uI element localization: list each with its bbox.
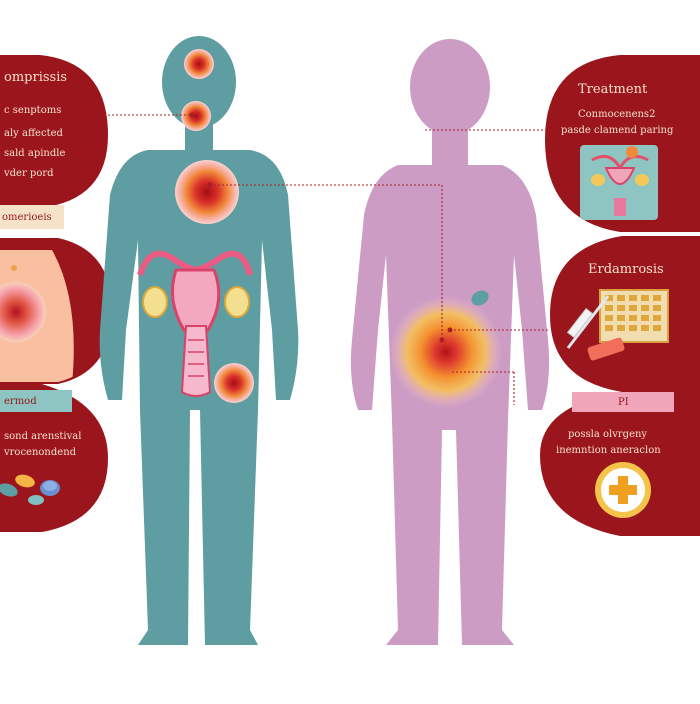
left-panel-meds	[0, 384, 108, 532]
right-panel-treatment	[545, 55, 700, 232]
medical-plus-icon	[595, 462, 651, 518]
left-panel-symptoms	[0, 55, 108, 208]
organ-marker-icon	[471, 290, 489, 306]
uterus-icon	[580, 145, 658, 220]
pill-icon	[0, 474, 60, 505]
care-line-1: possla olvrgeny	[568, 429, 648, 440]
symptoms-line-4: vder pord	[4, 168, 54, 179]
right-human-figure	[350, 39, 550, 645]
connector-lines	[104, 114, 558, 405]
meds-label-bar	[0, 390, 72, 412]
care-line-2: inemntion aneraclon	[556, 445, 661, 456]
symptoms-line-3: sald apindle	[4, 148, 66, 159]
tablet-grid-icon	[599, 289, 669, 343]
procedure-title: Erdamrosis	[588, 262, 664, 277]
symptoms-line-1: c senptoms	[4, 105, 62, 116]
meds-line-2: vrocenondend	[4, 447, 77, 458]
meds-bar-label: ermod	[4, 396, 37, 407]
symptoms-line-2: aly affected	[4, 128, 63, 139]
organ-label: omerioeis	[2, 212, 52, 223]
treatment-line-2: pasde clamend paring	[561, 125, 674, 136]
treatment-title: Treatment	[578, 82, 648, 97]
uterus-icon	[137, 250, 253, 397]
pelvis-icon	[0, 250, 74, 382]
symptoms-title: omprissis	[4, 70, 68, 85]
pain-hotspot-icon	[175, 49, 254, 403]
right-panel-care	[540, 392, 700, 536]
care-label-bar	[572, 392, 674, 412]
left-human-figure	[99, 36, 299, 645]
care-bar-label: PI	[618, 397, 629, 408]
pain-hotspot-icon	[390, 296, 502, 408]
syringe-icon	[566, 295, 625, 361]
left-panel-organ	[0, 205, 112, 384]
meds-line-1: sond arenstival	[4, 431, 82, 442]
right-panel-procedure	[550, 236, 700, 392]
treatment-line-1: Conmocenens2	[578, 109, 656, 120]
